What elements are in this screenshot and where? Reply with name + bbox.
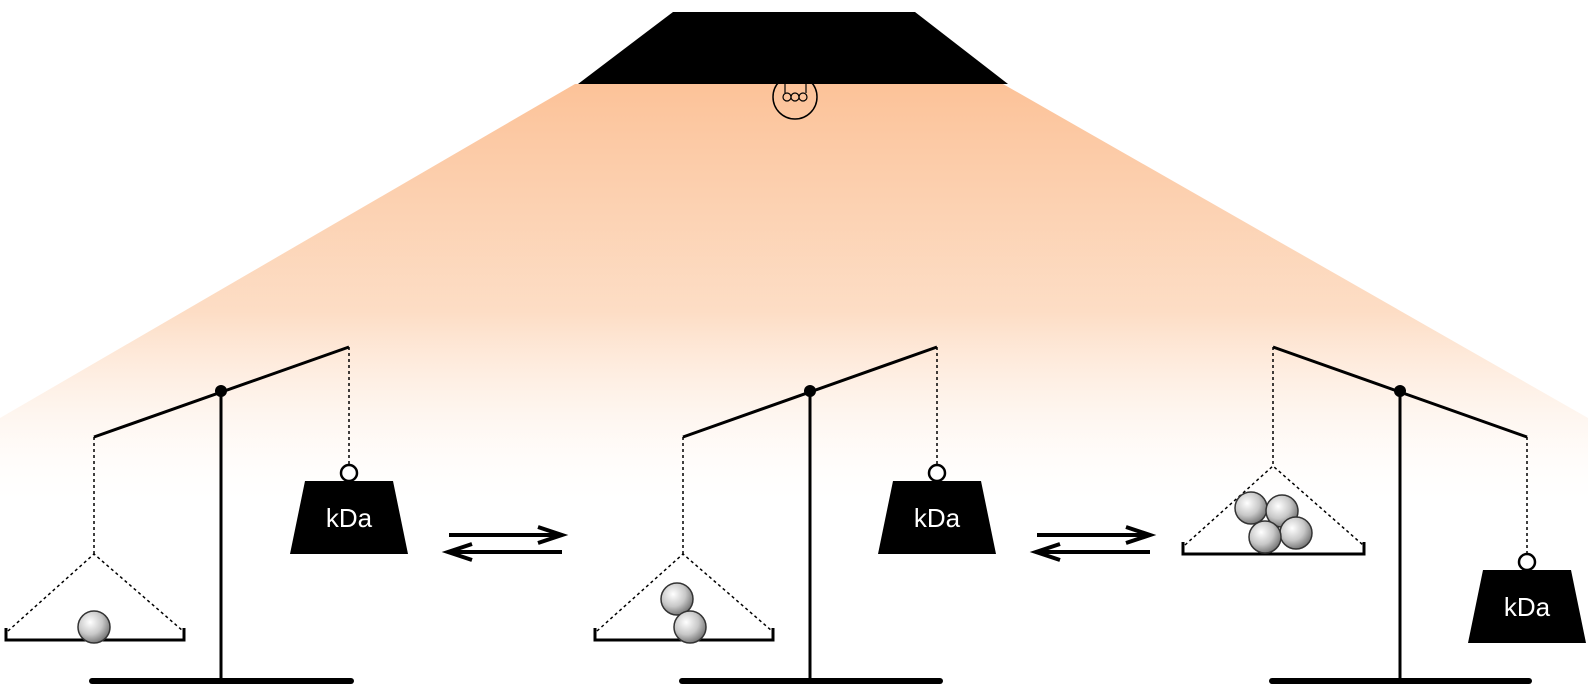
equilibrium-arrows-icon — [1029, 525, 1157, 562]
lightbulb-icon — [772, 74, 818, 120]
sphere — [1234, 491, 1268, 525]
balance-pivot — [804, 385, 816, 397]
equilibrium-arrows-icon — [441, 525, 569, 562]
weight-hook — [339, 463, 359, 483]
sphere — [660, 582, 694, 616]
weight-label: kDa — [1504, 592, 1551, 622]
balance-1: kDa — [4, 345, 408, 684]
sphere — [1279, 516, 1313, 550]
balance-3: kDa — [1181, 345, 1586, 684]
kda-weight — [1468, 570, 1586, 643]
sphere — [673, 610, 707, 644]
sample-spheres — [77, 610, 111, 644]
weight-hook — [927, 463, 947, 483]
sphere — [77, 610, 111, 644]
balance-pivot — [1394, 385, 1406, 397]
weight-hook — [1517, 552, 1537, 572]
weight-label: kDa — [914, 503, 961, 533]
pan-strings — [7, 553, 184, 632]
balance-pan — [1181, 542, 1366, 556]
weight-label: kDa — [326, 503, 373, 533]
lamp-icon — [578, 12, 1008, 120]
sample-spheres — [660, 582, 707, 644]
light-cone — [0, 84, 1588, 500]
balance-pivot — [215, 385, 227, 397]
sphere — [1248, 520, 1282, 554]
kda-weight — [290, 481, 408, 554]
balance-2: kDa — [593, 345, 996, 684]
pan-strings — [596, 553, 773, 632]
kda-weight — [878, 481, 996, 554]
sample-spheres — [1234, 491, 1313, 554]
pan-strings — [1184, 464, 1364, 546]
